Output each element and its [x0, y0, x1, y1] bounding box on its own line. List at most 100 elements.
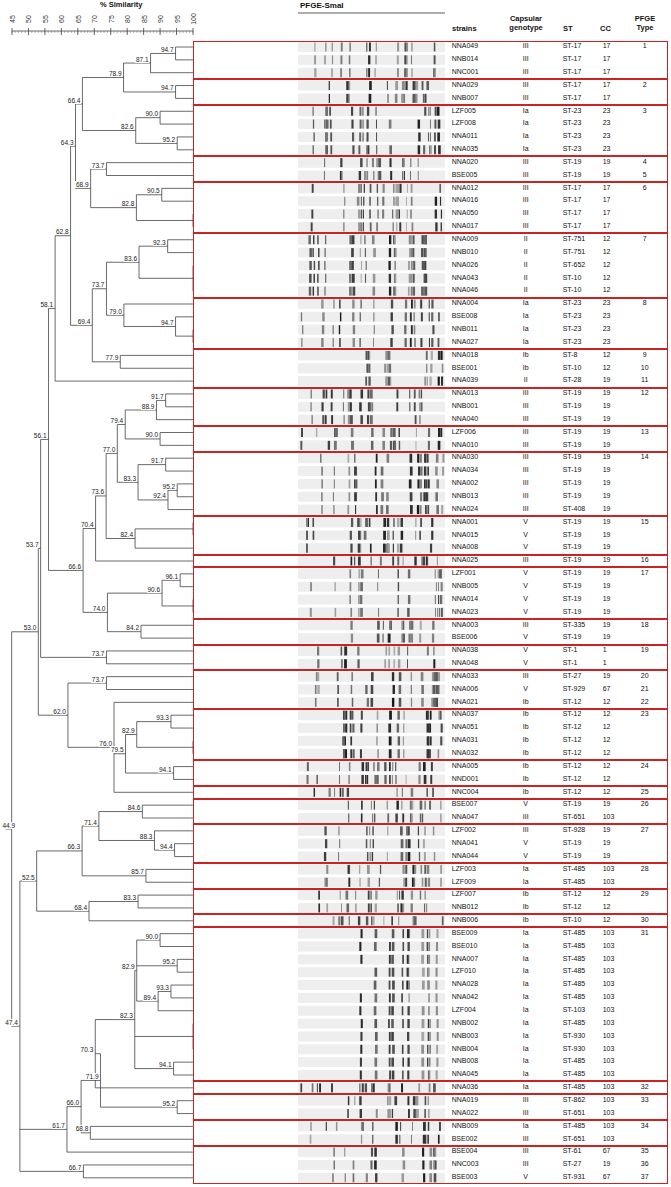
gel-band [355, 467, 357, 476]
gel-band [353, 325, 355, 334]
gel-band [410, 814, 412, 823]
gel-band [411, 685, 412, 694]
gel-band [375, 1032, 378, 1041]
gel-band [408, 1019, 410, 1028]
gel-band [348, 814, 349, 823]
gel-band [361, 929, 363, 938]
gel-band [407, 1019, 409, 1028]
gel-lane [298, 81, 445, 91]
gel-band [423, 557, 426, 566]
axis-minor-tick [64, 31, 65, 33]
clonal-complex: 19 [603, 374, 611, 387]
dendrogram-branch [177, 1100, 193, 1101]
gel-band [362, 107, 363, 116]
gel-band [324, 287, 325, 296]
sequence-type: ST-862 [563, 1094, 586, 1107]
gel-band [375, 1071, 378, 1080]
dendrogram-branch [136, 194, 161, 195]
clonal-complex: 23 [603, 117, 611, 130]
gel-band [349, 287, 352, 296]
gel-band [431, 351, 433, 360]
gel-band [344, 736, 346, 745]
gel-band [310, 1122, 312, 1131]
gel-band [314, 55, 316, 64]
dendrogram-branch [174, 1075, 193, 1076]
gel-band [411, 1135, 413, 1144]
gel-band [352, 724, 354, 733]
gel-band [364, 171, 367, 180]
gel-band [369, 903, 371, 912]
gel-band [307, 762, 309, 771]
gel-band [306, 531, 307, 540]
gel-band [376, 454, 378, 463]
axis-minor-tick [18, 31, 19, 33]
gel-lane [298, 479, 445, 489]
axis-minor-tick [100, 31, 101, 33]
gel-band [424, 261, 426, 270]
gel-band [351, 415, 353, 424]
dendrogram-branch [176, 336, 193, 337]
gel-band [401, 993, 403, 1002]
gel-band [442, 454, 444, 463]
gel-band [426, 479, 428, 488]
sequence-type: ST-19 [563, 529, 582, 542]
gel-band [324, 261, 325, 270]
dendrogram-branch [138, 895, 193, 896]
gel-band [324, 120, 325, 129]
gel-band [315, 685, 317, 694]
gel-band [367, 107, 369, 116]
gel-band [350, 736, 352, 745]
gel-band [388, 646, 390, 655]
sequence-type: ST-12 [563, 696, 582, 709]
gel-band [399, 891, 401, 900]
strain-name: BSE008 [452, 310, 478, 323]
gel-lane [298, 1070, 445, 1080]
gel-band [421, 929, 424, 938]
dendrogram-branch [20, 881, 37, 882]
gel-band [373, 274, 376, 283]
gel-band [362, 132, 363, 141]
gel-lane [298, 466, 445, 476]
pfge-type: 20 [632, 670, 658, 683]
gel-band [430, 775, 432, 784]
gel-band [395, 762, 396, 771]
strain-name: NNA008 [452, 541, 478, 554]
clonal-complex: 1 [603, 644, 607, 657]
gel-band [440, 595, 442, 604]
gel-band [391, 1019, 394, 1028]
gel-band [397, 749, 399, 758]
axis-tick [110, 28, 111, 35]
gel-band [418, 145, 420, 154]
gel-band [420, 518, 422, 527]
gel-lane [298, 273, 445, 283]
strain-name: LZF004 [452, 1004, 476, 1017]
gel-band [376, 145, 378, 154]
gel-band [392, 698, 394, 707]
gel-band [360, 582, 363, 591]
gel-band [351, 428, 354, 437]
gel-band [424, 1122, 425, 1131]
gel-band [371, 1148, 373, 1157]
gel-band [429, 300, 430, 309]
gel-lane [298, 1109, 445, 1119]
gel-band [404, 325, 406, 334]
dendrogram-branch [171, 728, 193, 729]
gel-band [413, 878, 416, 887]
gel-band [413, 261, 415, 270]
gel-band [367, 762, 369, 771]
capsular-genotype: III [510, 670, 542, 683]
gel-band [360, 749, 362, 758]
gel-band [421, 1058, 424, 1067]
capsular-genotype: Ia [510, 1030, 542, 1043]
gel-band [350, 621, 352, 630]
gel-band [400, 544, 402, 553]
gel-band [417, 171, 419, 180]
axis-minor-tick [146, 31, 147, 33]
gel-lane [298, 312, 445, 322]
strain-name: NNA042 [452, 991, 478, 1004]
dendrogram-branch [67, 1152, 193, 1153]
gel-band [358, 582, 359, 591]
gel-band [407, 968, 409, 977]
gel-band [345, 1173, 346, 1182]
dendrogram-branch [124, 326, 176, 327]
